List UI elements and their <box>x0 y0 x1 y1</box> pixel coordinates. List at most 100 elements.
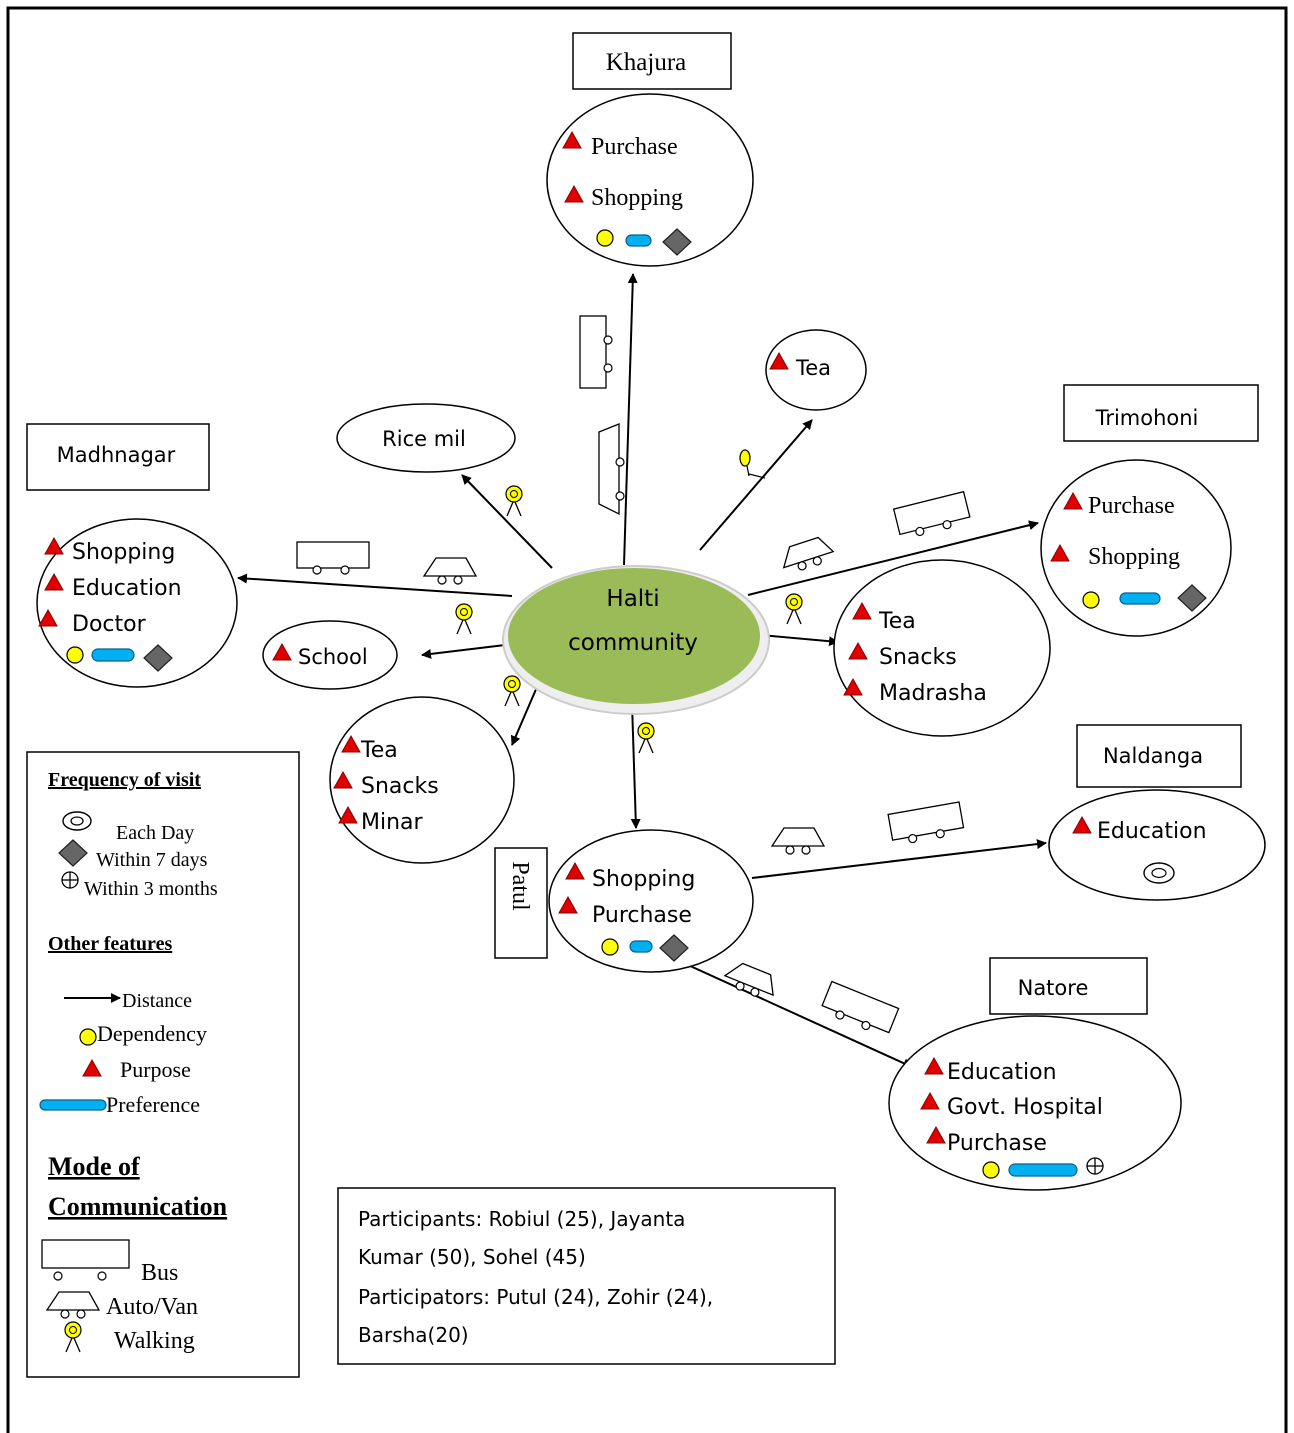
tea-right-node: Tea Snacks Madrasha <box>843 602 987 706</box>
auto-van-icon <box>771 827 825 855</box>
place-trimohoni: Trimohoni <box>1095 406 1199 430</box>
legend: Frequency of visit Each Day Within 7 day… <box>26 751 300 1378</box>
preference-icon <box>625 234 652 247</box>
arrow-tea-left <box>510 679 541 746</box>
natore-item: Purchase <box>947 1131 1047 1156</box>
legend-auto: Auto/Van <box>106 1294 198 1320</box>
dependency-icon <box>982 1161 1000 1179</box>
tea-left-item: Tea <box>360 738 398 763</box>
arrow-school <box>421 644 506 659</box>
natore-item: Govt. Hospital <box>947 1095 1103 1120</box>
walking-icon <box>505 485 523 517</box>
participants-line: Barsha(20) <box>358 1323 469 1347</box>
legend-within-3m: Within 3 months <box>84 878 218 900</box>
tea-small-label: Tea <box>795 356 831 380</box>
legend-mode-title-2: Communication <box>48 1192 228 1221</box>
legend-dependency: Dependency <box>97 1021 207 1046</box>
dependency-icon <box>596 229 614 247</box>
center-label-2: community <box>568 630 698 656</box>
khajura-item: Purchase <box>591 134 678 160</box>
dependency-icon <box>66 646 84 664</box>
bus-icon <box>41 1239 130 1281</box>
bus-icon <box>887 801 966 847</box>
place-natore: Natore <box>1018 976 1089 1000</box>
purpose-icon <box>44 537 64 555</box>
patul-item: Purchase <box>592 903 692 928</box>
legend-each-day: Each Day <box>116 822 194 844</box>
participants-line: Participants: Robiul (25), Jayanta <box>358 1207 685 1231</box>
dependency-icon <box>1082 591 1100 609</box>
preference-icon <box>91 648 135 662</box>
walking-icon <box>785 593 803 625</box>
patul-node: Shopping Purchase <box>558 862 695 962</box>
bus-icon <box>893 491 972 541</box>
distance-arrows <box>237 273 1047 1068</box>
outer-frame <box>6 6 1288 1433</box>
rice-mil-label: Rice mil <box>382 427 466 451</box>
tea-right-item: Madrasha <box>879 681 987 706</box>
place-khajura: Khajura <box>606 49 687 76</box>
legend-mode-title-1: Mode of <box>48 1152 140 1181</box>
madhnagar-item: Doctor <box>72 612 147 637</box>
school-label: School <box>298 645 368 669</box>
legend-frequency-title: Frequency of visit <box>48 769 201 791</box>
preference-icon <box>1008 1163 1078 1177</box>
trimohoni-item: Shopping <box>1088 544 1180 570</box>
arrow-naldanga <box>751 839 1047 879</box>
place-madhnagar: Madhnagar <box>57 443 176 467</box>
legend-bus: Bus <box>141 1260 178 1286</box>
legend-other-title: Other features <box>48 933 172 955</box>
tea-right-item: Snacks <box>879 645 957 670</box>
arrow-rice-mil <box>461 474 553 569</box>
participants-box: Participants: Robiul (25), Jayanta Kumar… <box>337 1187 836 1365</box>
participants-line: Kumar (50), Sohel (45) <box>358 1245 586 1269</box>
transport-marks <box>296 315 972 1039</box>
legend-within-7: Within 7 days <box>96 849 208 871</box>
auto-van-icon <box>598 423 625 516</box>
patul-item: Shopping <box>592 867 695 892</box>
auto-van-icon <box>423 557 477 585</box>
dependency-icon <box>601 938 619 956</box>
tea-left-item: Minar <box>361 810 424 835</box>
legend-purpose: Purpose <box>120 1057 191 1082</box>
center-node: Halti community <box>502 565 770 715</box>
each-day-icon <box>62 811 92 831</box>
walking-icon <box>739 449 766 479</box>
khajura-node: Purchase Shopping <box>562 131 692 256</box>
auto-van-icon <box>721 958 781 1004</box>
center-label-1: Halti <box>606 586 659 612</box>
naldanga-item: Education <box>1097 819 1207 844</box>
bus-icon <box>296 541 370 575</box>
walking-icon <box>503 675 521 707</box>
tea-left-node: Tea Snacks Minar <box>333 735 439 835</box>
naldanga-node: Education <box>1072 816 1207 884</box>
legend-walking: Walking <box>114 1328 195 1354</box>
bus-icon <box>579 315 613 389</box>
natore-item: Education <box>947 1060 1057 1085</box>
natore-node: Education Govt. Hospital Purchase <box>920 1057 1104 1179</box>
arrow-khajura <box>623 273 638 566</box>
legend-distance: Distance <box>122 990 192 1012</box>
participants-line: Participators: Putul (24), Zohir (24), <box>358 1285 713 1309</box>
madhnagar-item: Shopping <box>72 540 175 565</box>
arrow-tea-small <box>699 419 813 551</box>
tea-right-item: Tea <box>878 609 916 634</box>
legend-preference: Preference <box>106 1092 200 1117</box>
tea-left-item: Snacks <box>361 774 439 799</box>
place-patul: Patul <box>507 861 533 911</box>
trimohoni-node: Purchase Shopping <box>1050 492 1207 612</box>
khajura-item: Shopping <box>591 185 683 211</box>
madhnagar-node: Shopping Education Doctor <box>38 537 182 672</box>
place-naldanga: Naldanga <box>1103 744 1203 768</box>
preference-icon <box>39 1099 107 1111</box>
arrow-madhnagar <box>237 573 513 597</box>
walking-icon <box>637 722 655 754</box>
each-day-icon <box>1143 862 1175 884</box>
arrow-patul <box>630 702 641 829</box>
arrow-natore <box>687 964 913 1068</box>
destination-nodes <box>36 93 1266 1191</box>
preference-icon <box>629 940 653 953</box>
within-3-months-icon <box>61 871 79 889</box>
dependency-icon <box>79 1028 97 1046</box>
